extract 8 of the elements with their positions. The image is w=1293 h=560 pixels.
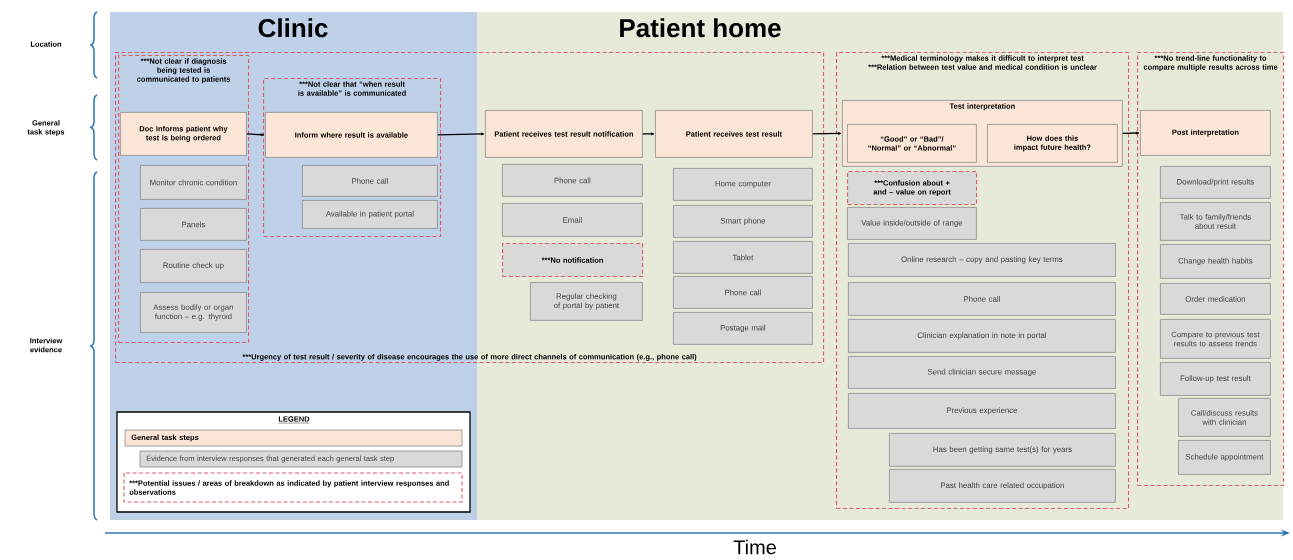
arrow <box>812 132 842 135</box>
arrow <box>246 133 265 137</box>
location-title: Clinic <box>258 18 328 38</box>
location-title: Patient home <box>620 18 781 38</box>
arrow <box>642 132 655 136</box>
arrow <box>1122 131 1140 135</box>
arrow <box>437 132 485 136</box>
axis-label: Time <box>733 539 776 555</box>
